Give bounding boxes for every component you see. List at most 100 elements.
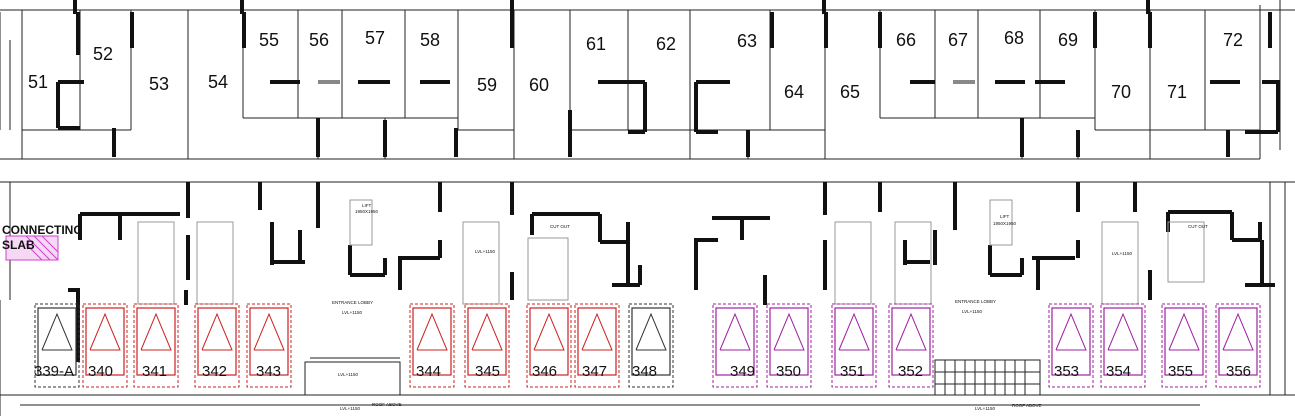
- parking-bay-outline: [888, 303, 934, 388]
- parking-bay-label: 351: [840, 363, 865, 380]
- parking-bay-outline: [34, 303, 80, 388]
- car-arrow-icon: [635, 312, 667, 351]
- car-arrow-icon: [533, 312, 565, 351]
- unit-label: 69: [1058, 30, 1078, 50]
- lift-size-label: 1950X1950: [993, 221, 1017, 226]
- parking-bay-label: 349: [730, 363, 755, 380]
- parking-bay-outline: [133, 303, 179, 388]
- unit-label: 60: [529, 75, 549, 95]
- unit-labels: 51 52 53 54 55 56 57 58 59 60 61 62 63 6…: [28, 28, 1243, 102]
- parking-bay-frame: [249, 307, 289, 376]
- parking-bay-label: 353: [1054, 363, 1079, 380]
- parking-bay-label: 352: [898, 363, 923, 380]
- car-arrow-icon: [41, 312, 73, 351]
- unit-label: 52: [93, 44, 113, 64]
- parking-bay-outline: [1161, 303, 1207, 388]
- parking-bay: 339-A: [34, 303, 80, 388]
- parking-bay-frame: [834, 307, 874, 376]
- parking-bay-outline: [194, 303, 240, 388]
- unit-label: 68: [1004, 28, 1024, 48]
- level-label: LVL+1150: [338, 372, 358, 377]
- unit-label: 59: [477, 75, 497, 95]
- parking-bay-frame: [197, 307, 237, 376]
- lift-label: LIFT: [362, 203, 372, 208]
- parking-bay-frame: [577, 307, 617, 376]
- slab-label: SLAB: [2, 238, 35, 252]
- parking-bay: 346: [526, 303, 572, 388]
- car-arrow-icon: [1055, 312, 1087, 351]
- parking-bay-frame: [631, 307, 671, 376]
- unit-label: 64: [784, 82, 804, 102]
- unit-label: 65: [840, 82, 860, 102]
- parking-bay: 351: [831, 303, 877, 388]
- parking-bay-outline: [766, 303, 812, 388]
- connecting-slab: CONNECTING SLAB: [2, 223, 83, 261]
- level-label: LVL+1150: [342, 310, 362, 315]
- parking-bay-frame: [769, 307, 809, 376]
- lift-label: LIFT: [1000, 214, 1010, 219]
- parking-bay: 349: [712, 303, 758, 388]
- parking-bay-label: 339-A: [34, 363, 74, 380]
- parking-bay-outline: [1215, 303, 1261, 388]
- parking-bay-label: 346: [532, 363, 557, 380]
- parking-bay-label: 342: [202, 363, 227, 380]
- unit-label: 72: [1223, 30, 1243, 50]
- parking-bay: 356: [1215, 303, 1261, 388]
- parking-bay-frame: [1051, 307, 1091, 376]
- car-arrow-icon: [838, 312, 870, 351]
- unit-label: 55: [259, 30, 279, 50]
- upper-block: [0, 0, 1295, 160]
- parking-bay-label: 340: [88, 363, 113, 380]
- parking-bay-label: 356: [1226, 363, 1251, 380]
- unit-label: 67: [948, 30, 968, 50]
- lower-block: [0, 181, 1295, 416]
- parking-bay-outline: [82, 303, 128, 388]
- car-arrow-icon: [201, 312, 233, 351]
- unit-label: 56: [309, 30, 329, 50]
- parking-bay-frame: [1218, 307, 1258, 376]
- parking-bay-frame: [1164, 307, 1204, 376]
- parking-bay: 342: [194, 303, 240, 388]
- parking-bay-outline: [526, 303, 572, 388]
- car-arrow-icon: [416, 312, 448, 351]
- parking-bay-outline: [409, 303, 455, 388]
- parking-bay: 341: [133, 303, 179, 388]
- parking-bay: 340: [82, 303, 128, 388]
- parking-bay: 343: [246, 303, 292, 388]
- level-label: LVL+1150: [962, 309, 982, 314]
- parking-bay-outline: [574, 303, 620, 388]
- parking-bay-outline: [1048, 303, 1094, 388]
- car-arrow-icon: [719, 312, 751, 351]
- level-label: LVL+1150: [340, 406, 360, 411]
- parking-bay-label: 355: [1168, 363, 1193, 380]
- unit-label: 57: [365, 28, 385, 48]
- parking-bay-outline: [246, 303, 292, 388]
- parking-bay-frame: [136, 307, 176, 376]
- parking-bay-frame: [891, 307, 931, 376]
- parking-bay: 350: [766, 303, 812, 388]
- unit-label: 70: [1111, 82, 1131, 102]
- roof-above-label: ROOF ABOVE: [1012, 403, 1042, 408]
- parking-bay-outline: [628, 303, 674, 388]
- car-arrow-icon: [140, 312, 172, 351]
- parking-bay-label: 343: [256, 363, 281, 380]
- parking-bay-label: 347: [582, 363, 607, 380]
- unit-label: 61: [586, 34, 606, 54]
- unit-label: 51: [28, 72, 48, 92]
- parking-bay-outline: [712, 303, 758, 388]
- parking-bay: 348: [628, 303, 674, 388]
- entrance-lobby-label: ENTRANCE LOBBY: [955, 299, 996, 304]
- level-label: LVL+1150: [975, 406, 995, 411]
- cut-out-label: CUT OUT: [1188, 224, 1208, 229]
- parking-bay: 354: [1100, 303, 1146, 388]
- parking-bay: 347: [574, 303, 620, 388]
- unit-label: 63: [737, 31, 757, 51]
- parking-bay-outline: [1100, 303, 1146, 388]
- car-arrow-icon: [1168, 312, 1200, 351]
- parking-bay: 353: [1048, 303, 1094, 388]
- parking-bay-frame: [37, 307, 77, 376]
- parking-bay-outline: [464, 303, 510, 388]
- annotations: LIFT 1950X1950 LIFT 1950X1950 ENTRANCE L…: [332, 203, 1208, 411]
